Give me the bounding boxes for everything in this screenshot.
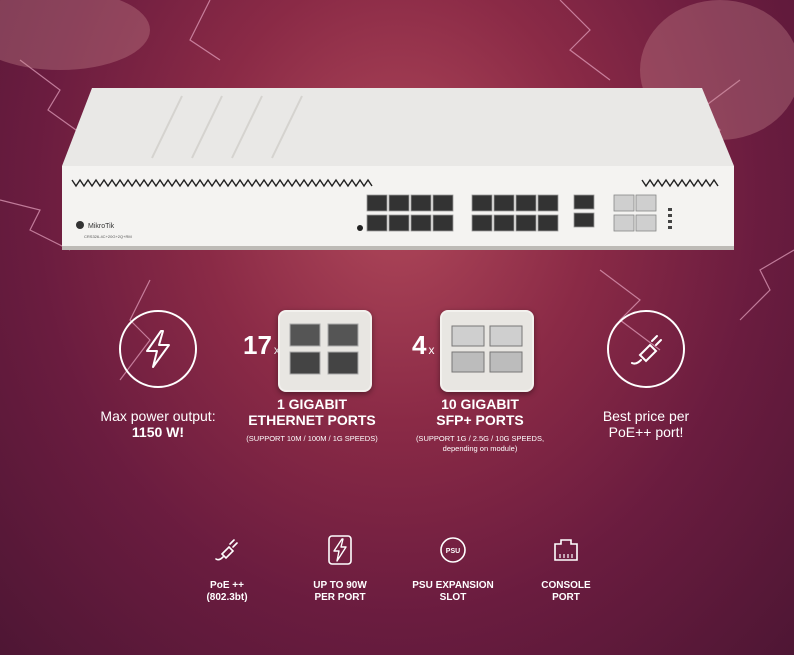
feature-power: Max power output: 1150 W! [88, 310, 228, 440]
sfp-ports-thumbnail [440, 310, 534, 392]
psu-icon: PSU [403, 530, 503, 570]
feature-ethernet-note: (SUPPORT 10M / 100M / 1G SPEEDS) [246, 434, 378, 443]
power-plug-icon [607, 310, 685, 388]
feature-sfp-note1: (SUPPORT 1G / 2.5G / 10G SPEEDS, [415, 434, 545, 443]
bottom-psu-line1: PSU EXPANSION [412, 580, 494, 591]
feature-ethernet-title1: 1 GIGABIT [276, 396, 347, 412]
feature-ethernet-title2: ETHERNET PORTS [248, 412, 376, 428]
feature-sfp: 10 GIGABIT SFP+ PORTS (SUPPORT 1G / 2.5G… [400, 396, 560, 454]
model-label: CRS326-4C+20G+2Q+RM [84, 234, 132, 239]
power-bolt-icon [290, 530, 390, 570]
feature-ethernet: 1 GIGABIT ETHERNET PORTS (SUPPORT 10M / … [232, 396, 392, 444]
bottom-console: CONSOLE PORT [516, 530, 616, 604]
bottom-psu: PSU PSU EXPANSION SLOT [403, 530, 503, 604]
plug-icon [177, 530, 277, 570]
feature-power-line1: Max power output: [100, 408, 216, 424]
bottom-power-line1: UP TO 90W [313, 580, 367, 591]
brand-label: MikroTik [88, 223, 115, 230]
bottom-features-row: PoE ++ (802.3bt) UP TO 90W PER PORT PSU … [0, 530, 794, 630]
lightning-icon [119, 310, 197, 388]
ethernet-ports-thumbnail [278, 310, 372, 392]
bottom-console-line1: CONSOLE [541, 580, 591, 591]
svg-text:PSU: PSU [446, 548, 460, 555]
feature-price-line2: PoE++ port! [608, 424, 684, 440]
feature-price-line1: Best price per [602, 408, 690, 424]
feature-price: Best price per PoE++ port! [576, 310, 716, 440]
feature-sfp-note2: depending on module) [442, 444, 518, 453]
bottom-power: UP TO 90W PER PORT [290, 530, 390, 604]
bottom-console-line2: PORT [552, 592, 580, 603]
switch-device-image: MikroTik CRS326-4C+20G+2Q+RM [62, 88, 734, 268]
console-port-icon [516, 530, 616, 570]
bottom-poe: PoE ++ (802.3bt) [177, 530, 277, 604]
bottom-poe-line1: PoE ++ [210, 580, 244, 591]
feature-sfp-title1: 10 GIGABIT [441, 396, 519, 412]
bottom-poe-line2: (802.3bt) [206, 592, 248, 603]
feature-power-line2: 1150 W! [131, 424, 185, 440]
feature-sfp-title2: SFP+ PORTS [436, 412, 524, 428]
bottom-power-line2: PER PORT [314, 592, 366, 603]
bottom-psu-line2: SLOT [439, 592, 467, 603]
